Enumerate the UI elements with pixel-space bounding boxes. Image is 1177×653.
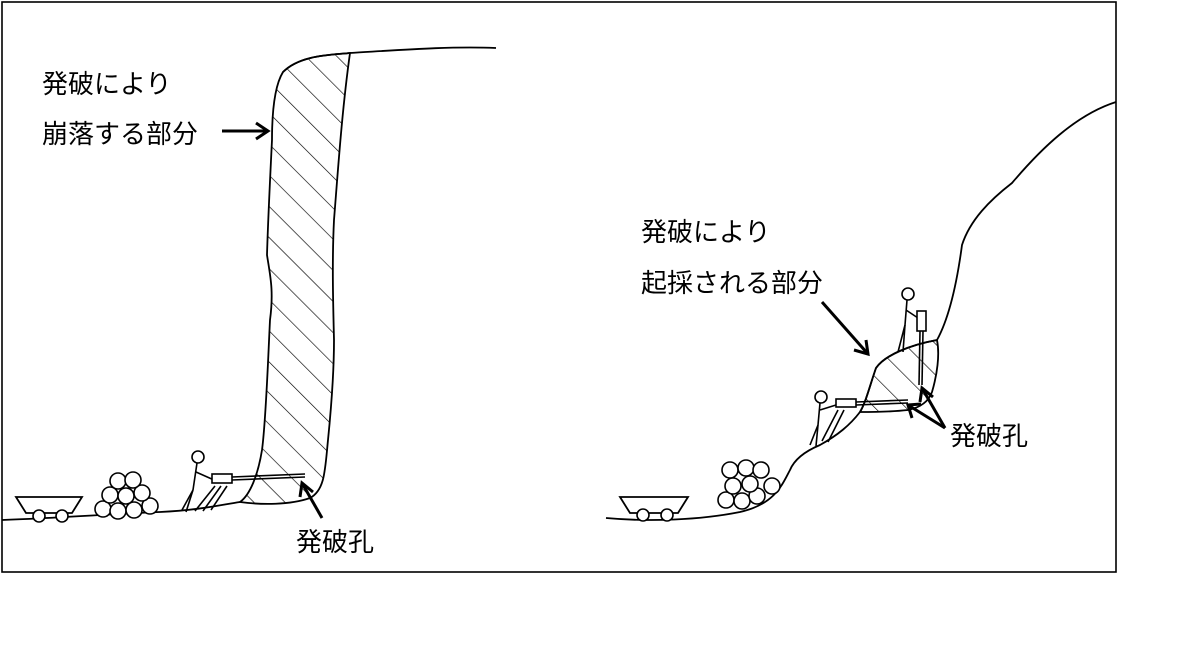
left-label-line1: 発破により [42,70,171,100]
right-scene: 発破により 起採される部分 発破孔 [605,101,1117,522]
left-scene: 発破により 崩落する部分 発破孔 [1,46,497,558]
hole-arrow [300,482,324,519]
hole-arrow-lower [907,403,946,430]
right-rock-pile [717,459,781,510]
right-worker-top [897,287,927,386]
right-worker-low [809,390,909,447]
left-hole-label: 発破孔 [296,528,374,558]
right-slope-line [605,101,1117,521]
collapsing-block [237,51,352,505]
quarry-arrow [820,301,870,355]
diagram-frame [1,1,1117,573]
mine-cart [14,496,84,523]
hole-arrow-upper [920,387,947,429]
right-mine-cart [618,496,690,522]
rock-pile [94,471,159,520]
right-hole-label: 発破孔 [950,422,1028,452]
right-label-line2: 起採される部分 [641,269,823,299]
right-label-line1: 発破により [641,218,770,248]
left-arrows [222,121,324,519]
right-arrows [820,301,947,430]
left-label-line2: 崩落する部分 [42,120,198,150]
left-worker [181,450,306,513]
quarried-block [858,338,940,413]
